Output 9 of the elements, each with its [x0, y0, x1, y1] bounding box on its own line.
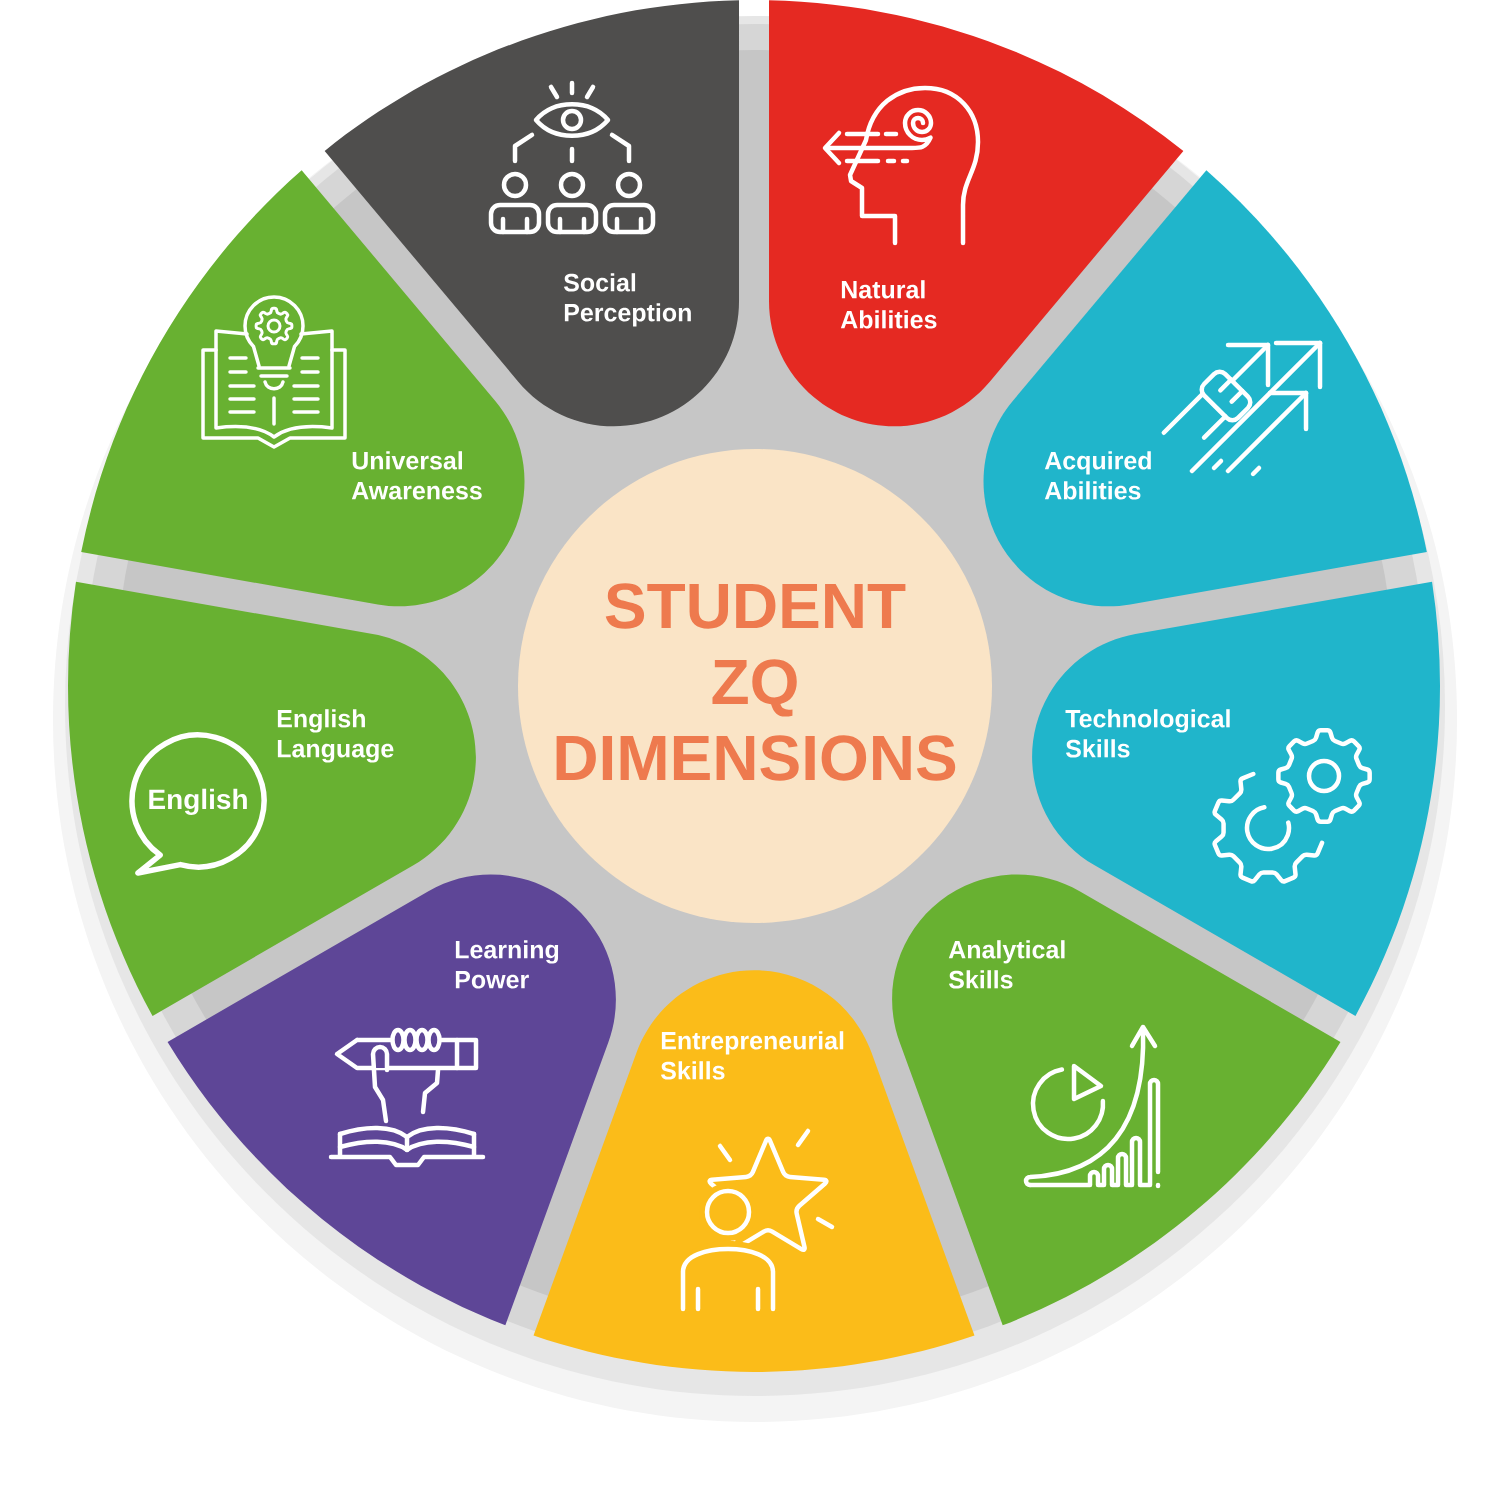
wheel-segment: Analytical Skills — [892, 874, 1341, 1326]
wheel-segment: Universal Awareness — [81, 170, 525, 607]
node-label: English Language — [277, 709, 394, 763]
node-label: Technological Skills — [1065, 709, 1230, 758]
wheel-segment: Learning Power — [167, 874, 616, 1326]
speech-bubble: English — [129, 732, 267, 876]
wheel-segment: Social Perception — [324, 0, 739, 427]
wheel-segment: Acquired Abilities — [983, 170, 1427, 607]
wheel-segment: Natural Abilities — [769, 0, 1184, 427]
